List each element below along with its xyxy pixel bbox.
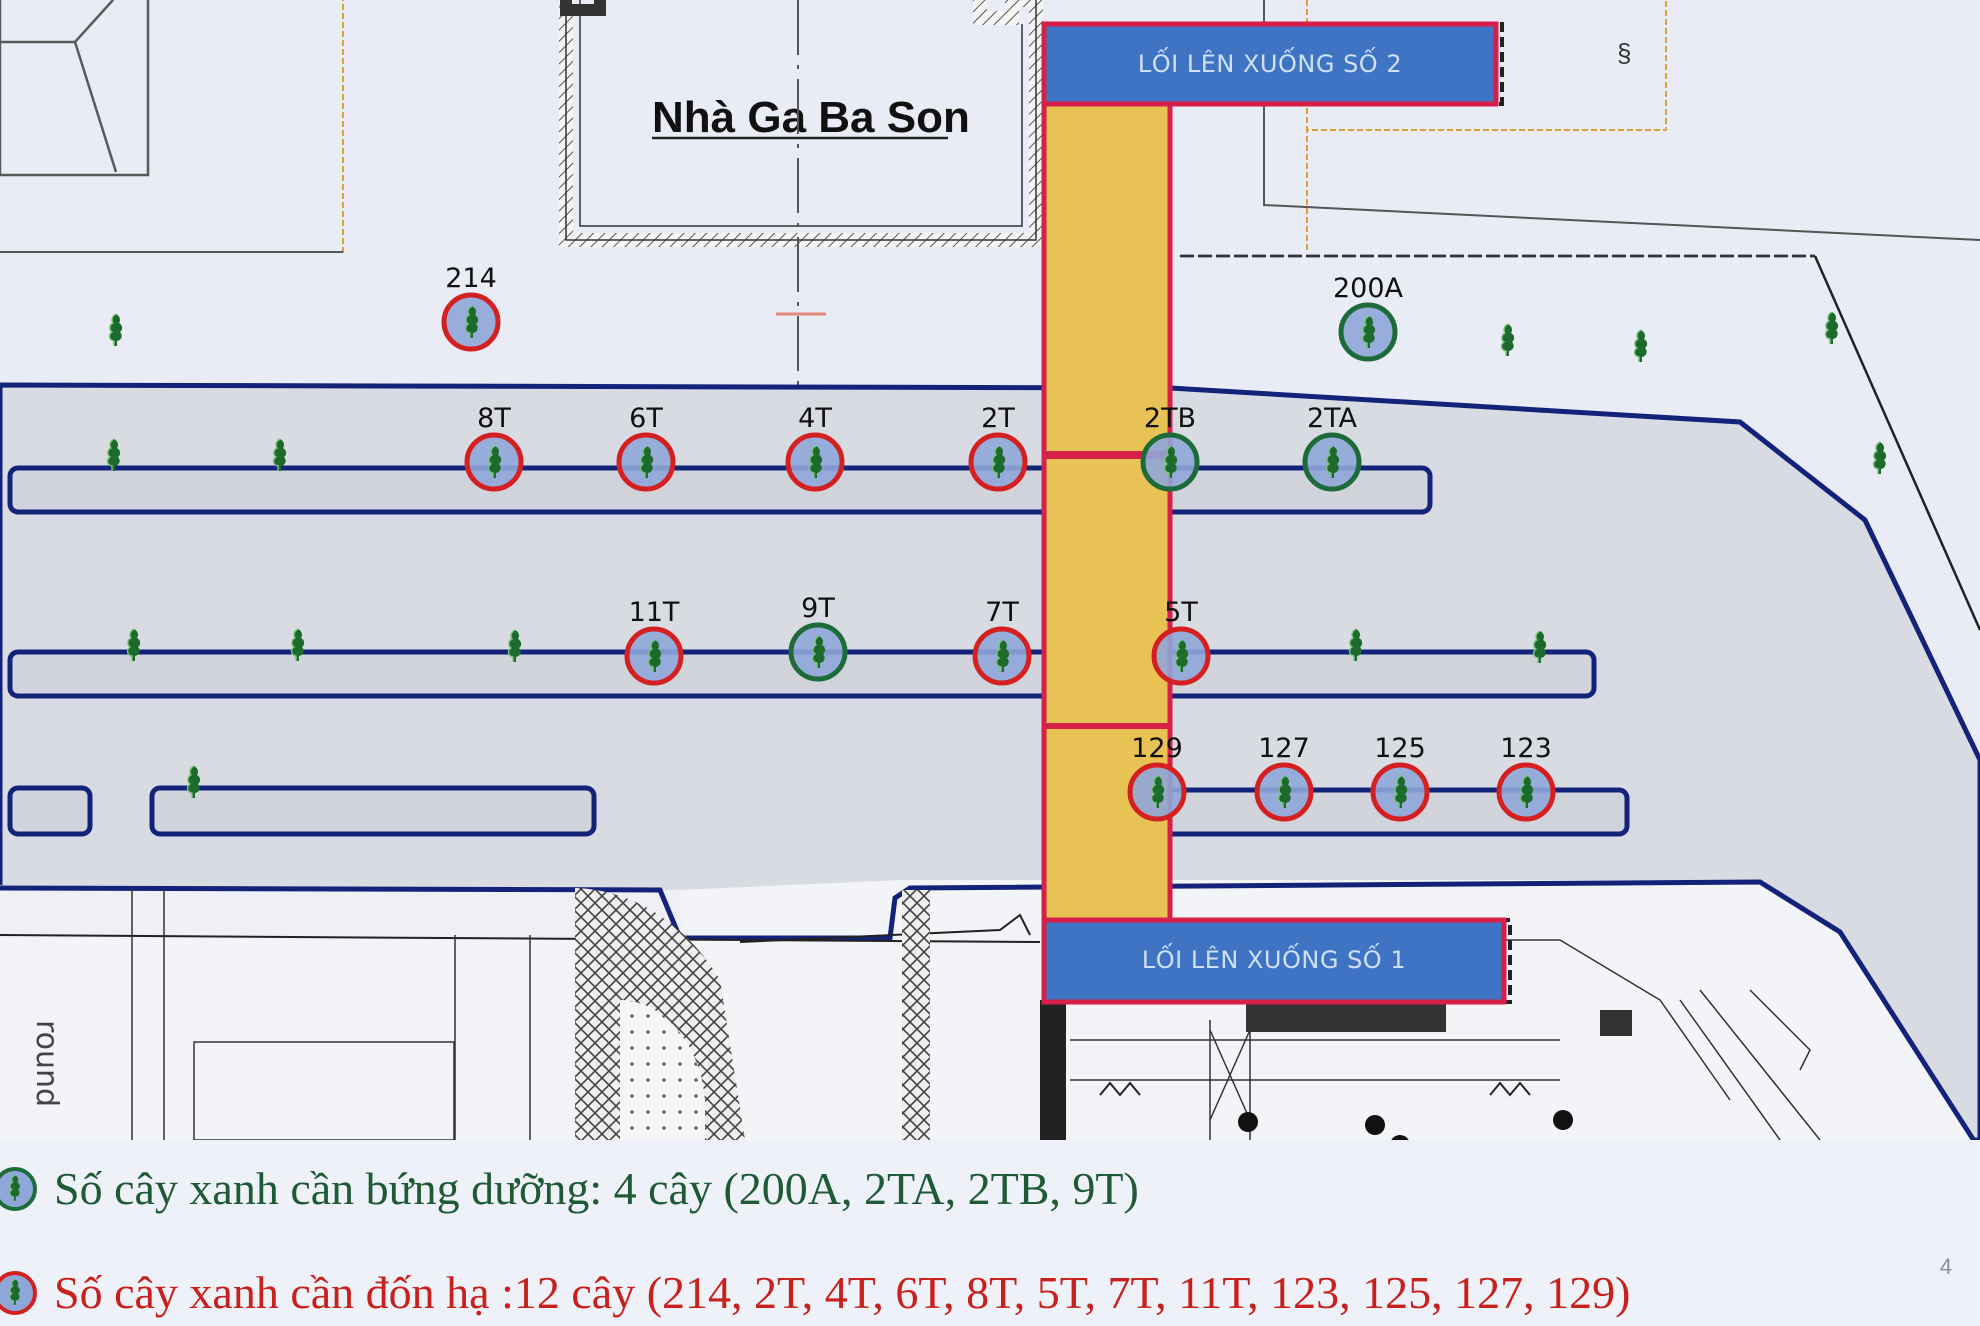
exit-2-label: LỐI LÊN XUỐNG SỐ 2: [1138, 46, 1402, 78]
tree-marker-cut[interactable]: 4T: [785, 403, 845, 492]
station-title: Nhà Ga Ba Son: [652, 93, 970, 142]
tree-id-label: 4T: [798, 403, 832, 434]
tree-id-label: 6T: [629, 403, 663, 434]
tree-marker-transplant[interactable]: 2TA: [1302, 403, 1362, 492]
tree-marker-transplant[interactable]: 200A: [1333, 273, 1404, 362]
legend-panel: [0, 1140, 1980, 1326]
tree-id-label: 2TB: [1144, 403, 1196, 434]
tree-marker-cut[interactable]: 7T: [972, 597, 1032, 686]
tree-id-label: 214: [445, 263, 497, 294]
tree-id-label: 123: [1500, 733, 1552, 764]
building-outline-top-left: [0, 0, 150, 177]
tree-id-label: 8T: [477, 403, 511, 434]
station-building: [559, 0, 1043, 247]
tree-marker-cut[interactable]: 2T: [968, 403, 1028, 492]
tree-marker-red-ring-icon: [0, 1270, 37, 1315]
tree-id-label: 2TA: [1307, 403, 1358, 434]
tree-id-label: 9T: [801, 593, 835, 624]
legend-cut-text: Số cây xanh cần đốn hạ :12 cây (214, 2T,…: [54, 1267, 1631, 1318]
tree-marker-cut[interactable]: 6T: [616, 403, 676, 492]
tree-id-label: 200A: [1333, 273, 1404, 304]
tree-marker-cut[interactable]: 129: [1127, 733, 1187, 822]
legend-keep-text: Số cây xanh cần bứng dưỡng: 4 cây (200A,…: [54, 1163, 1139, 1214]
page-number: 4: [1939, 1254, 1952, 1279]
exit-1-box[interactable]: LỐI LÊN XUỐNG SỐ 1: [1041, 917, 1512, 1005]
legend-keep-row: Số cây xanh cần bứng dưỡng: 4 cây (200A,…: [0, 1162, 1139, 1215]
tree-id-label: 127: [1258, 733, 1310, 764]
site-plan-map: Nhà Ga Ba Son §: [0, 0, 1980, 1140]
tree-id-label: 7T: [985, 597, 1019, 628]
svg-text:§: §: [1617, 38, 1631, 68]
exit-1-label: LỐI LÊN XUỐNG SỐ 1: [1142, 942, 1406, 974]
tree-id-label: 11T: [629, 597, 680, 628]
tree-marker-cut[interactable]: 123: [1496, 733, 1556, 822]
tree-marker-cut[interactable]: 8T: [464, 403, 524, 492]
tree-marker-cut[interactable]: 127: [1254, 733, 1314, 822]
tree-marker-cut[interactable]: 11T: [624, 597, 684, 686]
tree-marker-green-ring-icon: [0, 1166, 37, 1211]
tree-id-label: 125: [1374, 733, 1426, 764]
legend-cut-row: Số cây xanh cần đốn hạ :12 cây (214, 2T,…: [0, 1266, 1630, 1319]
tree-marker-cut[interactable]: 5T: [1151, 597, 1211, 686]
trees-to-transplant-layer: 200A 2TB 2TA 9T: [788, 273, 1404, 682]
rotated-road-label: round: [29, 1020, 64, 1108]
tree-marker-cut[interactable]: 125: [1370, 733, 1430, 822]
tree-marker-transplant[interactable]: 2TB: [1140, 403, 1200, 492]
tree-id-label: 5T: [1164, 597, 1198, 628]
lower-boundary: [0, 879, 1977, 1140]
tree-id-label: 2T: [981, 403, 1015, 434]
tree-marker-cut[interactable]: 214: [441, 263, 501, 352]
tree-marker-transplant[interactable]: 9T: [788, 593, 848, 682]
trees-to-cut-layer: 214 8T 6T 4T 2T 11T 7T 5T 129 127 125 123: [441, 263, 1556, 822]
exit-2-box[interactable]: LỐI LÊN XUỐNG SỐ 2: [1041, 21, 1504, 107]
tree-id-label: 129: [1131, 733, 1183, 764]
